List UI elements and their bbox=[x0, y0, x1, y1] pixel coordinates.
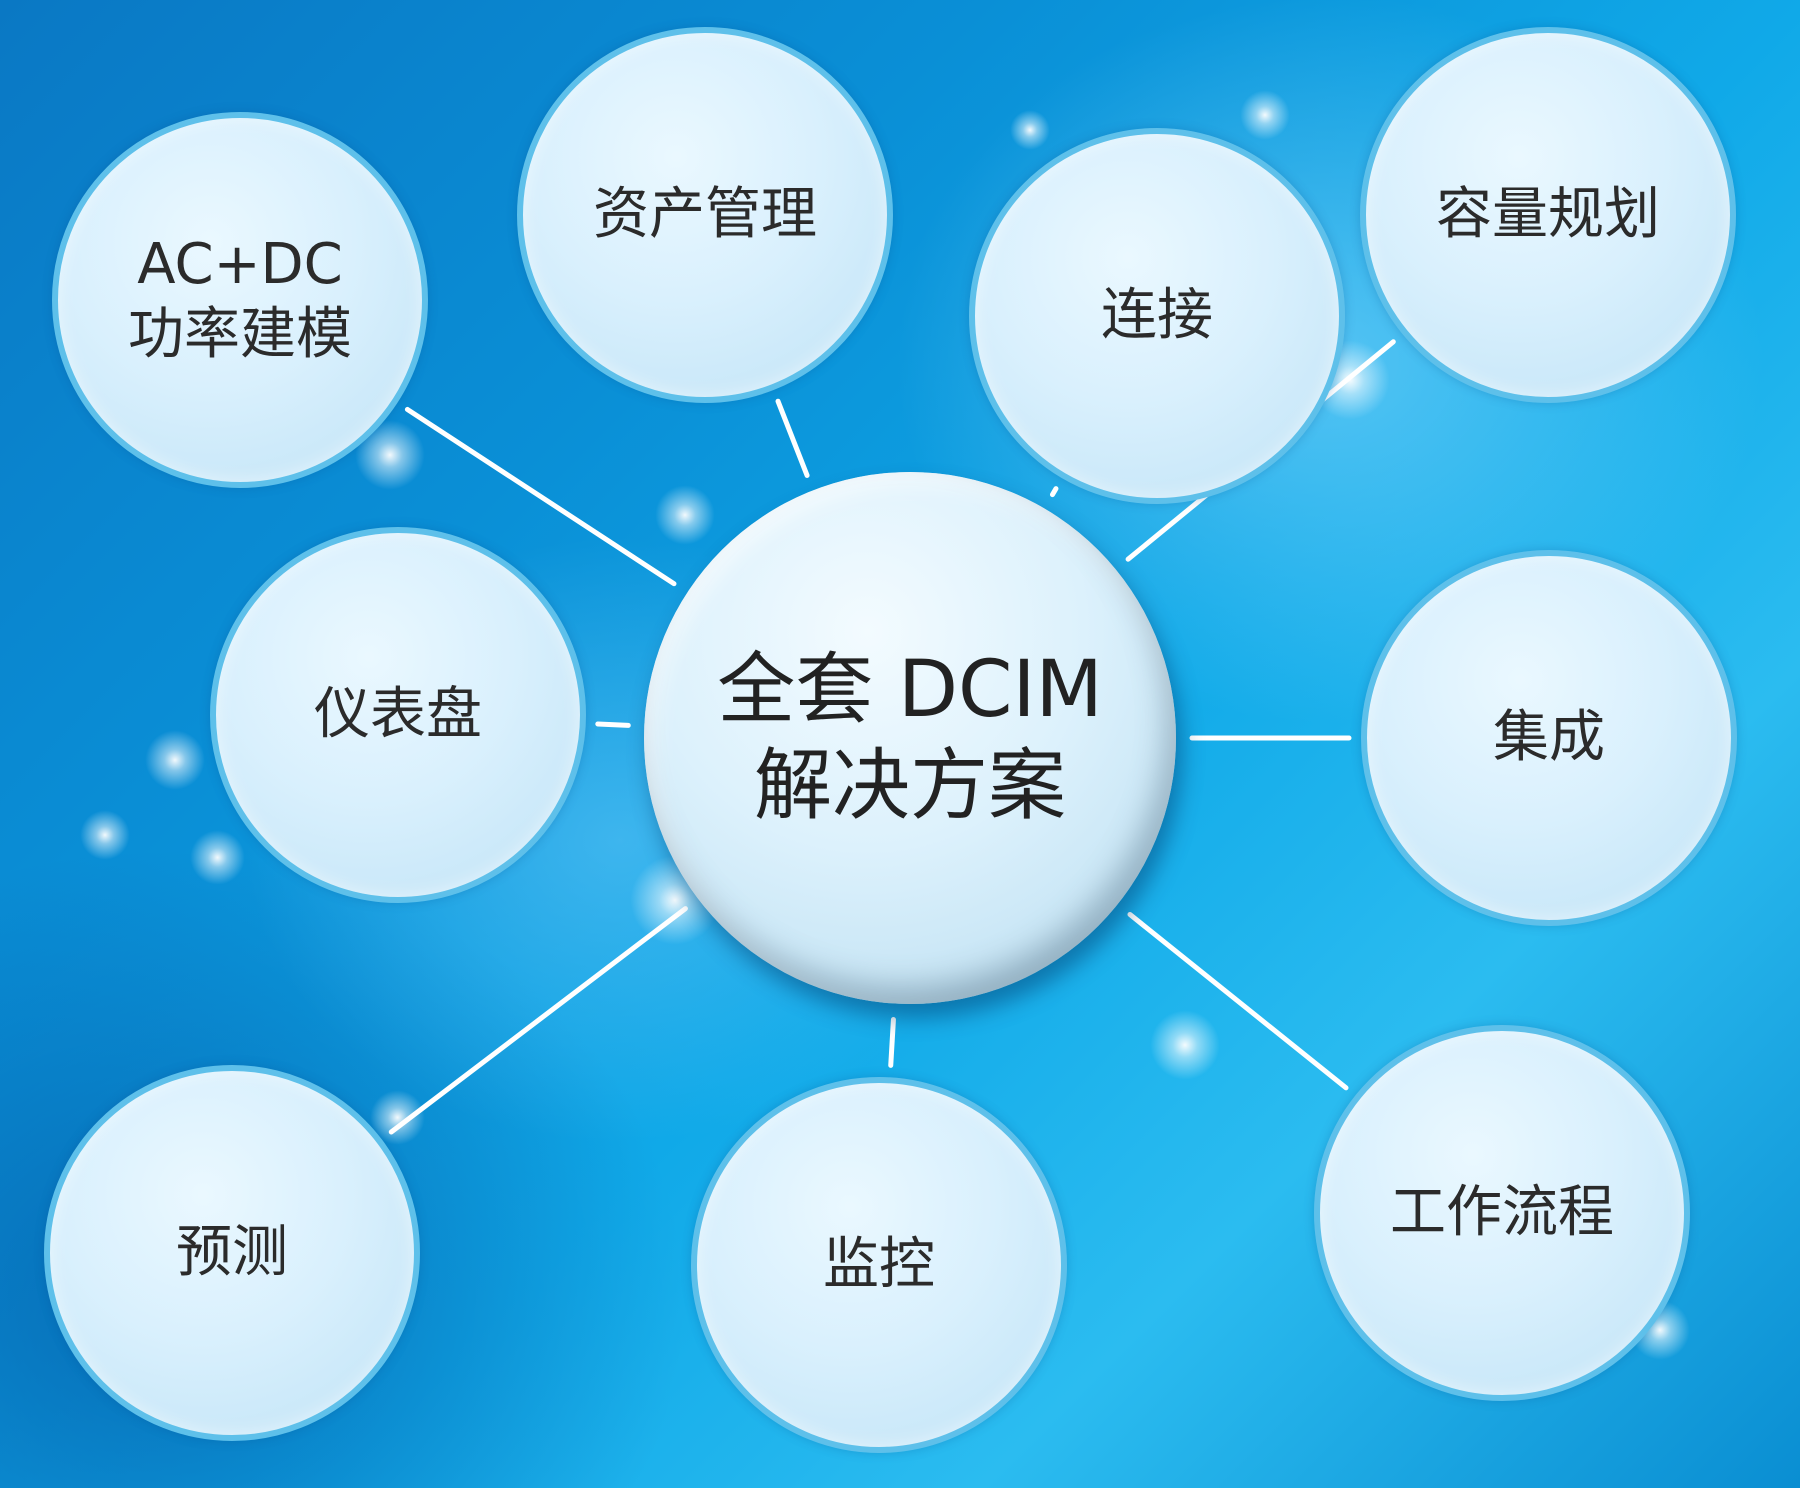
connector-line-workflow bbox=[1127, 911, 1349, 1091]
node-integration: 集成 bbox=[1361, 550, 1737, 926]
node-label: 连接 bbox=[1101, 283, 1213, 348]
node-workflow: 工作流程 bbox=[1314, 1025, 1690, 1401]
connector-line-power-modeling bbox=[404, 406, 677, 587]
connector-line-dashboard bbox=[595, 721, 631, 728]
node-center: 全套 DCIM 解决方案 bbox=[644, 472, 1176, 1004]
node-monitoring: 监控 bbox=[691, 1077, 1067, 1453]
node-label: 监控 bbox=[823, 1232, 935, 1297]
connector-line-monitoring bbox=[888, 1017, 896, 1068]
node-label: 仪表盘 bbox=[314, 682, 482, 747]
node-power-modeling: AC+DC 功率建模 bbox=[52, 112, 428, 488]
node-forecast: 预测 bbox=[44, 1065, 420, 1441]
node-label: 资产管理 bbox=[593, 182, 817, 247]
node-capacity-planning: 容量规划 bbox=[1360, 27, 1736, 403]
node-dashboard: 仪表盘 bbox=[210, 527, 586, 903]
connector-line-forecast bbox=[388, 906, 688, 1135]
node-connection: 连接 bbox=[969, 128, 1345, 504]
node-label: 预测 bbox=[176, 1220, 288, 1285]
center-label: 全套 DCIM 解决方案 bbox=[717, 645, 1103, 831]
connector-line-connection bbox=[1049, 486, 1059, 498]
node-label: 容量规划 bbox=[1436, 182, 1660, 247]
node-label: 集成 bbox=[1493, 705, 1605, 770]
node-label: 工作流程 bbox=[1390, 1180, 1614, 1245]
node-asset-management: 资产管理 bbox=[517, 27, 893, 403]
node-label: AC+DC 功率建模 bbox=[128, 232, 352, 367]
connector-line-asset-management bbox=[775, 398, 810, 478]
